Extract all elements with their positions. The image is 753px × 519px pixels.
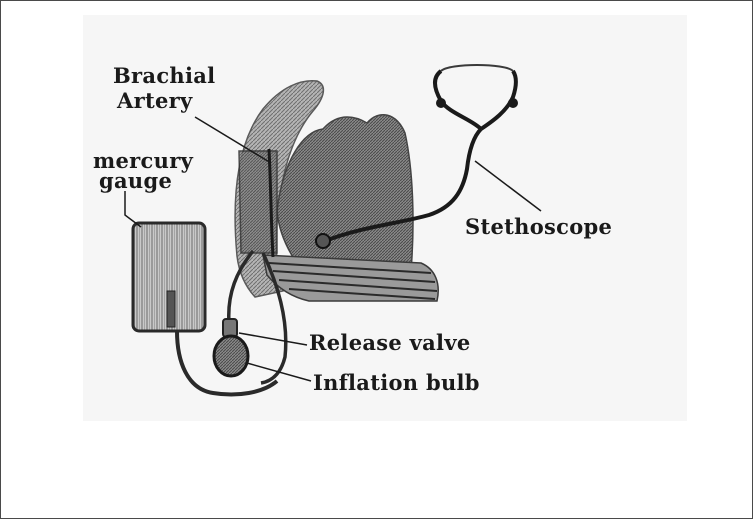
label-artery: Artery xyxy=(117,89,193,112)
stethoscope-chest-piece xyxy=(316,234,330,248)
inflation-bulb xyxy=(214,336,248,376)
stethoscope-earpiece-right xyxy=(508,98,518,108)
stethoscope-earpiece-left xyxy=(436,98,446,108)
label-release-valve: Release valve xyxy=(309,331,471,354)
label-gauge: gauge xyxy=(99,169,172,192)
label-stethoscope: Stethoscope xyxy=(465,215,612,238)
release-valve xyxy=(223,319,237,337)
label-inflation-bulb: Inflation bulb xyxy=(313,371,480,394)
label-brachial: Brachial xyxy=(113,64,215,87)
mercury-column xyxy=(167,291,175,327)
